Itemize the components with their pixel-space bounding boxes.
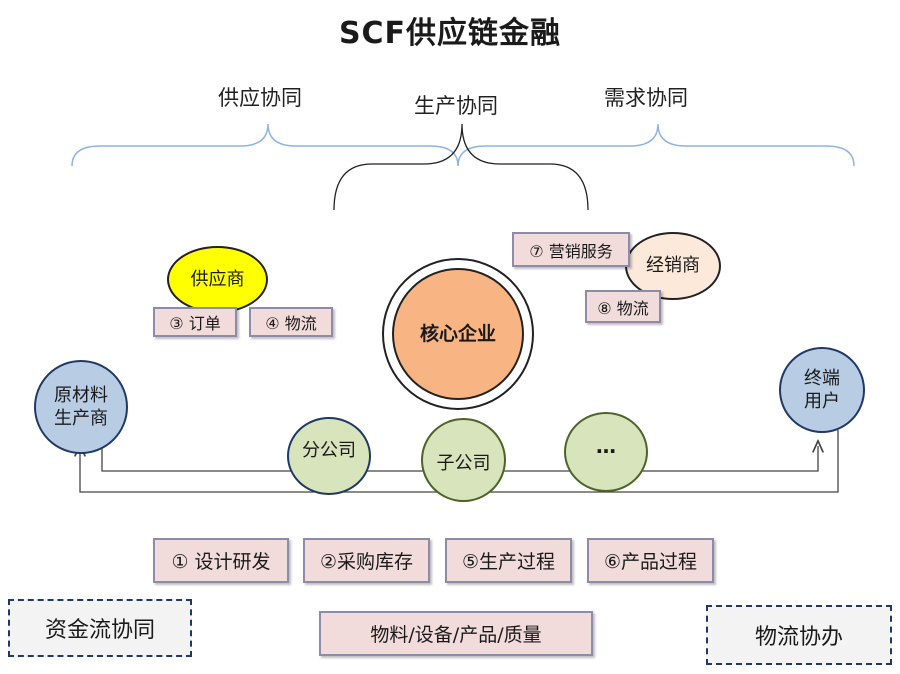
logistics-tag-4: ④ 物流 — [249, 307, 333, 337]
end-user-label-line1: 终端 — [804, 367, 840, 389]
raw-material-label-line2: 生产商 — [54, 408, 108, 429]
step-product-process: ⑥产品过程 — [587, 538, 714, 583]
demand-brace — [457, 123, 855, 167]
order-tag: ③ 订单 — [153, 307, 237, 337]
diagram-title: SCF供应链金融 — [338, 16, 562, 51]
branch-office-node: 分公司 — [287, 417, 371, 495]
subsidiary-node: 子公司 — [421, 418, 506, 502]
more-entities-node: … — [564, 412, 648, 492]
core-enterprise-ring: 核心企业 — [382, 258, 534, 410]
step-procurement-inventory: ②采购库存 — [303, 538, 430, 583]
production-brace — [333, 123, 589, 211]
supplier-node: 供应商 — [167, 246, 268, 313]
step-design-rd: ① 设计研发 — [153, 538, 289, 583]
step-production-process: ⑤生产过程 — [445, 538, 572, 583]
logistics-coordination-box: 物流协办 — [706, 605, 892, 665]
supply-coordination-label: 供应协同 — [218, 86, 302, 110]
demand-coordination-label: 需求协同 — [604, 86, 688, 110]
end-user-label-line2: 用户 — [804, 391, 840, 412]
logistics-tag-8: ⑧ 物流 — [585, 290, 661, 323]
dealer-node: 经销商 — [625, 232, 721, 300]
marketing-service-tag: ⑦ 营销服务 — [512, 232, 630, 267]
fund-flow-coordination-box: 资金流协同 — [8, 599, 192, 657]
raw-material-producer-node: 原材料 生产商 — [34, 360, 128, 454]
materials-equipment-bar: 物料/设备/产品/质量 — [319, 611, 593, 656]
raw-material-label-line1: 原材料 — [54, 384, 108, 406]
supply-brace — [71, 123, 459, 167]
core-enterprise-node: 核心企业 — [392, 268, 524, 400]
end-user-node: 终端 用户 — [779, 347, 865, 433]
production-coordination-label: 生产协同 — [414, 94, 498, 118]
